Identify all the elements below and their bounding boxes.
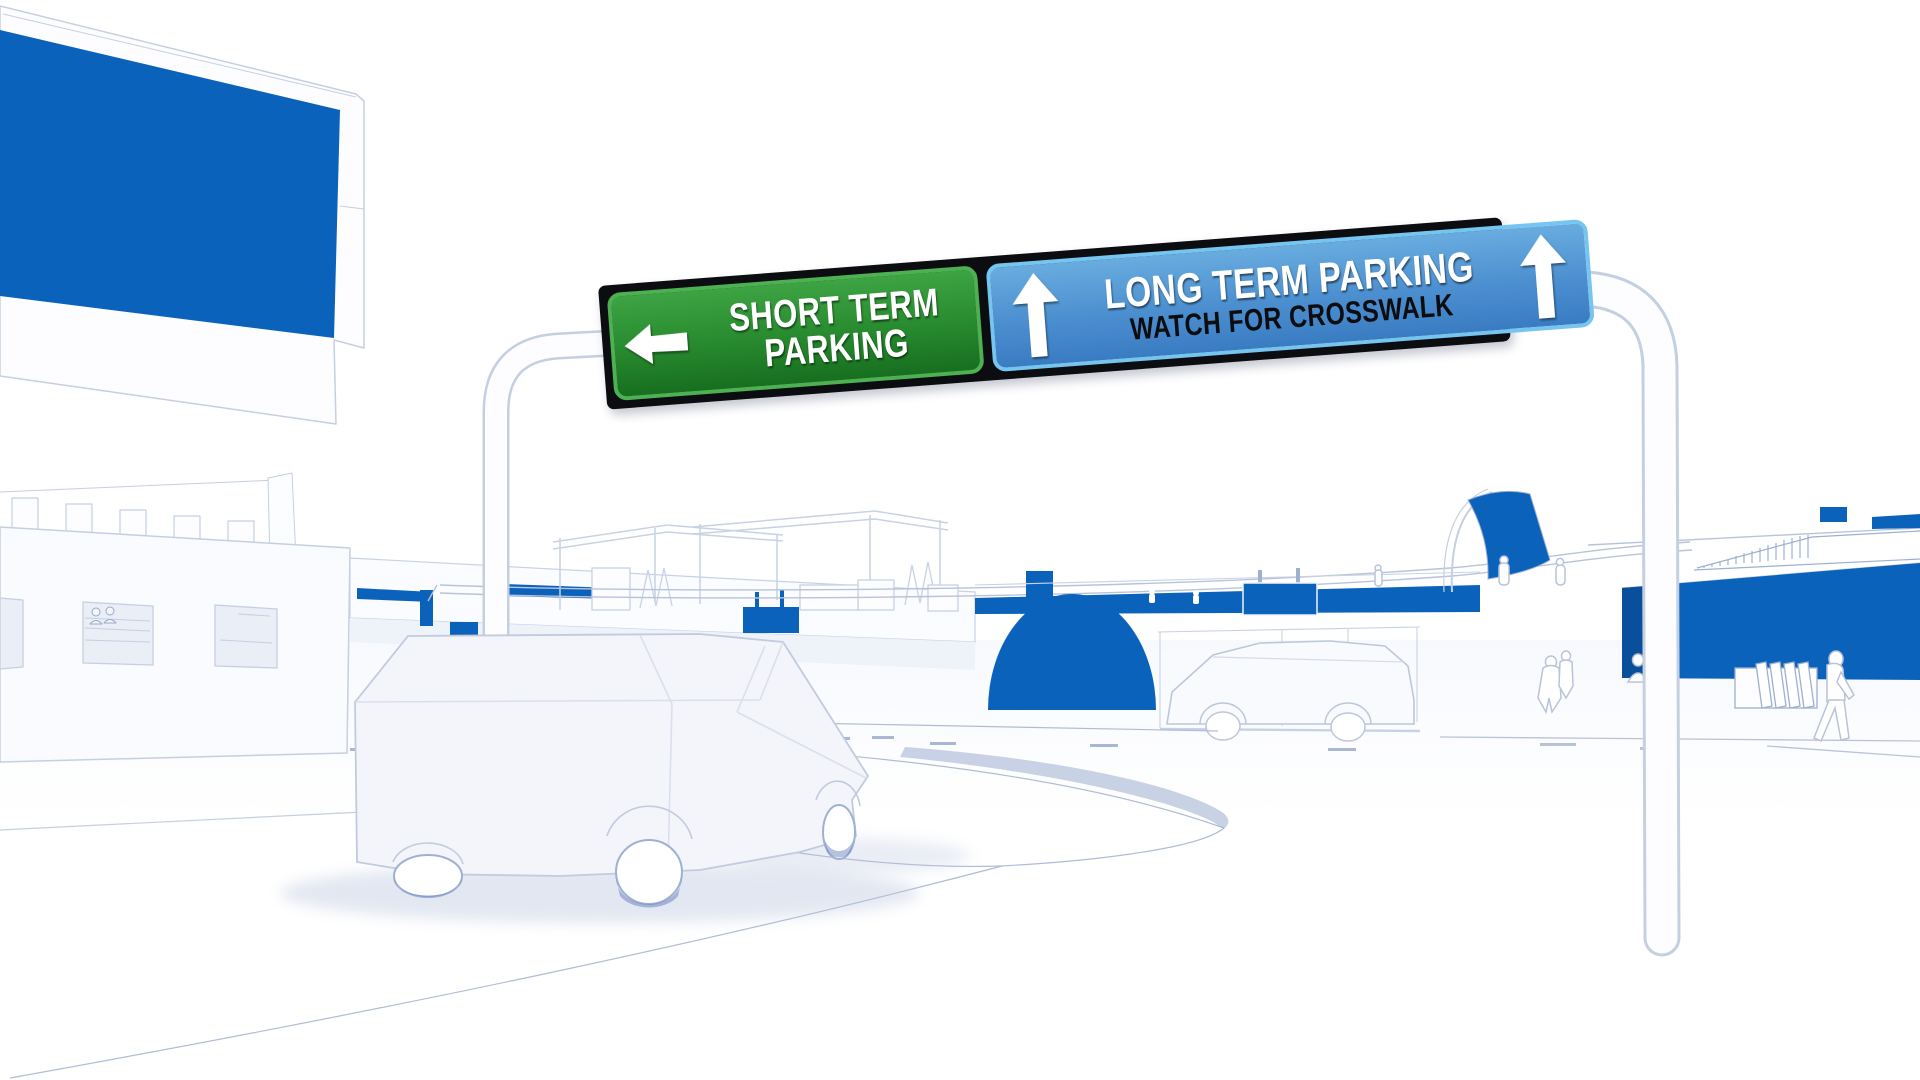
sign-gantry [482,267,1681,957]
sidewalk-lines [1439,736,1920,758]
person-upper-1 [1498,555,1510,586]
garage-blue-billboard [0,30,340,338]
terminal-glass-facade [1622,563,1920,680]
short-term-line2: PARKING [763,321,911,376]
sail-flag [1443,488,1551,593]
person-standing-1 [1537,655,1562,715]
curb-shadow [900,747,1229,829]
garage-counter-wall [0,526,351,763]
person-upper-2 [1555,557,1566,586]
hanging-blue-sign [743,590,799,633]
arrow-left-icon [624,324,689,365]
arrow-up-icon [1012,272,1059,358]
short-term-parking-sign: SHORT TERM PARKING [606,265,985,402]
blue-dome [988,594,1156,710]
kiosk-cards [1734,661,1818,709]
person-upper-3 [1374,564,1383,587]
terminal-fascia-band [974,568,1481,616]
counter-windows [0,597,278,670]
short-term-sign-text: SHORT TERM PARKING [702,281,970,378]
foreground-van [280,633,970,923]
blue-fascia-strips [357,584,613,637]
background-minivan [1159,640,1421,742]
counter-people [89,606,117,625]
terminal-roof-sign [1818,505,1920,529]
person-walking [1813,650,1855,742]
van-wheel-arches [392,780,861,865]
long-term-parking-sign: LONG TERM PARKING WATCH FOR CROSSWALK [985,218,1595,373]
arrow-up-icon [1519,234,1566,319]
long-term-sign-text: LONG TERM PARKING WATCH FOR CROSSWALK [1056,242,1523,350]
band-sign-panel [1242,568,1318,616]
overhead-sign-board: SHORT TERM PARKING LONG TERM PARKING WAT… [598,217,1595,410]
stair-railing [1693,530,1920,571]
sail-flag-cloth [1467,490,1551,580]
person-standing-2 [1558,650,1574,700]
walkway-railing [427,541,1693,602]
van-body [354,633,870,877]
left-garage-building [0,5,365,831]
van-wheels [393,804,856,908]
van-creases [354,634,867,867]
band-people [1149,589,1199,604]
